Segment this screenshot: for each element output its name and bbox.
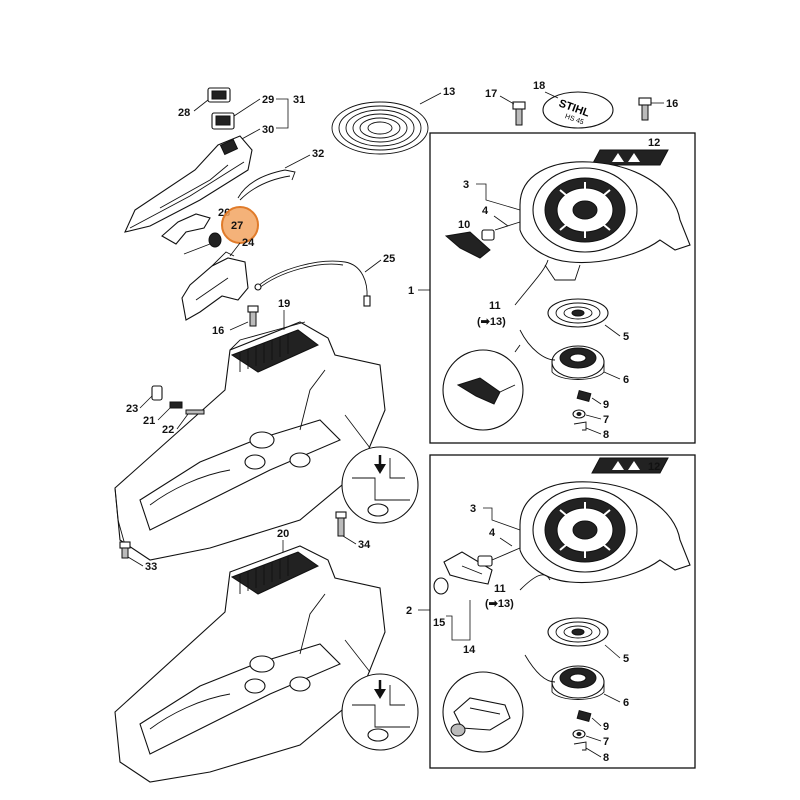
detail-circle-upper xyxy=(341,446,419,524)
callout-22[interactable]: 22 xyxy=(162,424,174,436)
callout-7-bottom[interactable]: 7 xyxy=(603,736,609,748)
starter-rope-11-top xyxy=(514,259,549,306)
warning-label-12-top xyxy=(591,149,669,166)
rope-rotor-6-bottom xyxy=(551,665,605,700)
start-handle-14 xyxy=(443,551,493,585)
handle-cover xyxy=(124,135,253,233)
clip-8-bottom xyxy=(573,741,587,751)
callout-15[interactable]: 15 xyxy=(433,617,445,629)
rope-rotor-6-top xyxy=(551,345,605,380)
callout-12-top[interactable]: 12 xyxy=(648,137,660,149)
callout-16-left[interactable]: 16 xyxy=(212,325,224,337)
clip-8-top xyxy=(573,421,587,431)
callout-24[interactable]: 24 xyxy=(242,237,255,249)
handle-detail-circle-top xyxy=(442,349,524,431)
callout-6-bottom[interactable]: 6 xyxy=(623,697,629,709)
stihl-decal-18: STIHL HS 45 xyxy=(542,91,614,129)
callout-19[interactable]: 19 xyxy=(278,298,290,310)
rewind-spring-13 xyxy=(331,101,429,155)
screw-16 xyxy=(247,305,259,327)
pin-21 xyxy=(169,401,183,409)
callout-9-bottom[interactable]: 9 xyxy=(603,721,609,733)
ref-13-bottom[interactable]: (➡13) xyxy=(485,598,514,610)
switch-part-28 xyxy=(207,87,231,103)
callout-3-bottom[interactable]: 3 xyxy=(470,503,476,515)
detail-circle-lower xyxy=(341,673,419,751)
starter-assembly-box-2 xyxy=(429,454,696,769)
callout-4-top[interactable]: 4 xyxy=(482,205,489,217)
callout-4-bottom[interactable]: 4 xyxy=(489,527,496,539)
screw-33 xyxy=(119,541,131,559)
callout-32[interactable]: 32 xyxy=(312,148,324,160)
callout-27[interactable]: 27 xyxy=(231,220,243,232)
callout-2[interactable]: 2 xyxy=(406,605,412,617)
callout-21[interactable]: 21 xyxy=(143,415,155,427)
pawl-9-top xyxy=(576,389,592,403)
handle-detail-circle-bottom xyxy=(442,671,524,753)
start-handle-10 xyxy=(444,229,495,259)
rewind-spring-5-top xyxy=(547,298,609,328)
callout-12-bottom[interactable]: 12 xyxy=(648,461,660,473)
callout-5-top[interactable]: 5 xyxy=(623,331,629,343)
callout-34[interactable]: 34 xyxy=(358,539,371,551)
callout-1[interactable]: 1 xyxy=(408,285,414,297)
washer-7-bottom xyxy=(572,729,586,739)
pin-22 xyxy=(185,409,205,415)
callout-8-bottom[interactable]: 8 xyxy=(603,752,609,764)
throttle-trigger-24 xyxy=(181,257,249,321)
callout-6-top[interactable]: 6 xyxy=(623,374,629,386)
warning-label-12-bottom xyxy=(591,457,669,474)
fan-housing-19 xyxy=(114,321,386,561)
callout-28[interactable]: 28 xyxy=(178,107,190,119)
callout-17[interactable]: 17 xyxy=(485,88,497,100)
callout-29[interactable]: 29 xyxy=(262,94,274,106)
throttle-cable-25 xyxy=(257,260,368,299)
callout-13[interactable]: 13 xyxy=(443,86,455,98)
callout-30[interactable]: 30 xyxy=(262,124,274,136)
callout-14[interactable]: 14 xyxy=(463,644,476,656)
callout-33[interactable]: 33 xyxy=(145,561,157,573)
callout-5-bottom[interactable]: 5 xyxy=(623,653,629,665)
torsion-spring-27 xyxy=(208,232,222,248)
screw-17 xyxy=(512,101,526,126)
plug-15 xyxy=(433,577,449,595)
callout-20[interactable]: 20 xyxy=(277,528,289,540)
washer-7-top xyxy=(572,409,586,419)
pawl-9-bottom xyxy=(576,709,592,723)
starter-cover-top xyxy=(519,161,691,281)
wire-32 xyxy=(237,169,296,199)
callout-8-top[interactable]: 8 xyxy=(603,429,609,441)
ref-13-top[interactable]: (➡13) xyxy=(477,316,506,328)
callout-25[interactable]: 25 xyxy=(383,253,395,265)
starter-cover-bottom xyxy=(519,481,691,584)
callout-31[interactable]: 31 xyxy=(293,94,305,106)
callout-11-bottom[interactable]: 11 xyxy=(494,583,506,595)
callout-11-top[interactable]: 11 xyxy=(489,300,501,312)
callout-18[interactable]: 18 xyxy=(533,80,545,92)
callout-23[interactable]: 23 xyxy=(126,403,138,415)
callout-10[interactable]: 10 xyxy=(458,219,470,231)
fan-housing-20 xyxy=(114,545,386,783)
screw-34 xyxy=(335,511,347,537)
callout-7-top[interactable]: 7 xyxy=(603,414,609,426)
starter-assembly-box-1 xyxy=(429,132,696,444)
callout-16-right[interactable]: 16 xyxy=(666,98,678,110)
lever-26 xyxy=(161,213,211,245)
callout-3-top[interactable]: 3 xyxy=(463,179,469,191)
rewind-spring-5-bottom xyxy=(547,617,609,647)
switch-part-29 xyxy=(211,112,235,130)
callout-9-top[interactable]: 9 xyxy=(603,399,609,411)
sleeve-23 xyxy=(151,385,163,401)
screw-16-top xyxy=(638,97,652,121)
